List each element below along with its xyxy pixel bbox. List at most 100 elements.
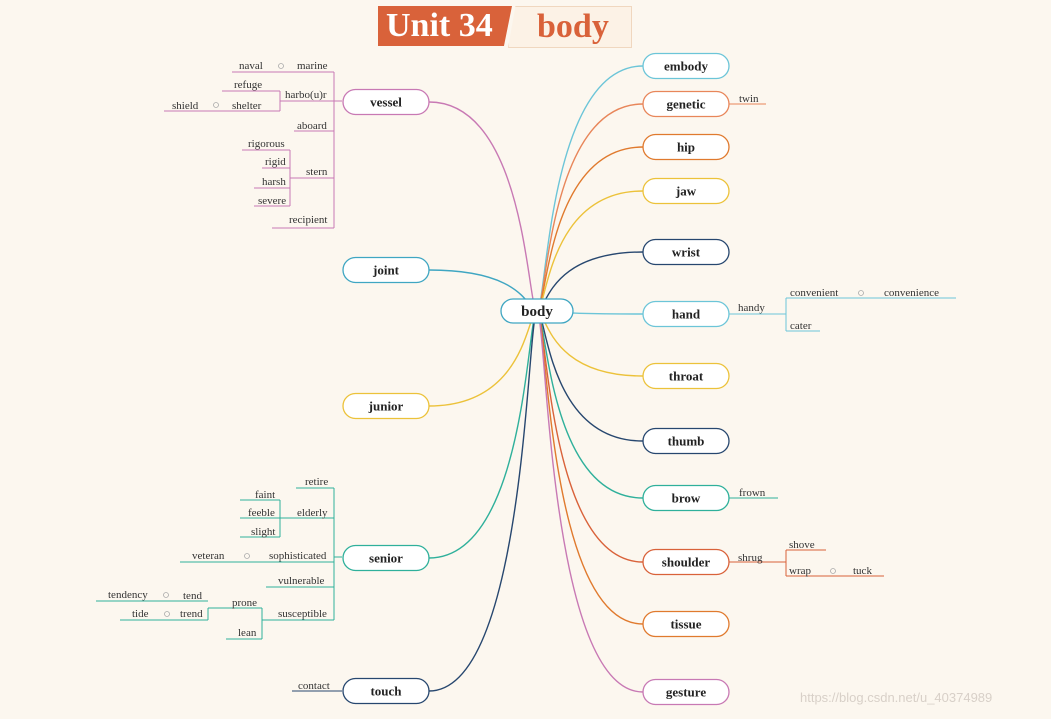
- node-box-hip: [642, 133, 730, 161]
- center-node[interactable]: body: [500, 298, 574, 324]
- branch-junior: [428, 310, 538, 407]
- unit-banner: Unit 34: [378, 6, 512, 46]
- node-label-hip: hip: [677, 140, 695, 155]
- word-marine: marine: [297, 60, 328, 72]
- node-genetic[interactable]: genetic: [642, 90, 730, 118]
- node-label-senior: senior: [369, 551, 403, 566]
- node-box-vessel: [342, 88, 430, 116]
- node-box-brow: [642, 484, 730, 512]
- node-tissue[interactable]: tissue: [642, 610, 730, 638]
- word-aboard: aboard: [297, 120, 327, 132]
- node-gesture[interactable]: gesture: [642, 678, 730, 706]
- connector-dots: [163, 63, 864, 617]
- node-hip[interactable]: hip: [642, 133, 730, 161]
- word-shrug: shrug: [738, 552, 763, 564]
- word-rigorous: rigorous: [248, 138, 285, 150]
- word-refuge: refuge: [234, 79, 262, 91]
- node-jaw[interactable]: jaw: [642, 177, 730, 205]
- word-slight: slight: [251, 526, 275, 538]
- node-vessel[interactable]: vessel: [342, 88, 430, 116]
- node-label-touch: touch: [370, 684, 402, 699]
- word-convenience: convenience: [884, 287, 939, 299]
- unit-label: Unit 34: [386, 7, 493, 44]
- node-box-thumb: [642, 427, 730, 455]
- word-retire: retire: [305, 476, 328, 488]
- word-trend: trend: [180, 608, 203, 620]
- topic-label: body: [537, 8, 609, 45]
- node-label-junior: junior: [368, 399, 404, 414]
- word-contact: contact: [298, 680, 330, 692]
- topic-nodes: vessel joint junior senior touch embody geneti…: [342, 52, 730, 706]
- node-senior[interactable]: senior: [342, 544, 430, 572]
- word-tide: tide: [132, 608, 149, 620]
- node-thumb[interactable]: thumb: [642, 427, 730, 455]
- node-label-wrist: wrist: [672, 245, 701, 260]
- node-box-joint: [342, 256, 430, 284]
- node-label-thumb: thumb: [668, 434, 705, 449]
- node-box-senior: [342, 544, 430, 572]
- node-box-wrist: [642, 238, 730, 266]
- word-twin: twin: [739, 93, 759, 105]
- word-harsh: harsh: [262, 176, 286, 188]
- node-box-jaw: [642, 177, 730, 205]
- leaf-lines: [96, 71, 956, 692]
- word-elderly: elderly: [297, 507, 328, 519]
- word-stern: stern: [306, 166, 328, 178]
- node-label-gesture: gesture: [666, 685, 706, 700]
- node-hand[interactable]: hand: [642, 300, 730, 328]
- word-shove: shove: [789, 539, 815, 551]
- node-label-vessel: vessel: [370, 95, 402, 110]
- node-label-jaw: jaw: [675, 184, 697, 199]
- word-tuck: tuck: [853, 565, 872, 577]
- word-lean: lean: [238, 627, 257, 639]
- node-shoulder[interactable]: shoulder: [642, 548, 730, 576]
- branch-gesture: [536, 310, 644, 693]
- word-harbour: harbo(u)r: [285, 89, 327, 101]
- word-susceptible: susceptible: [278, 608, 327, 620]
- branch-touch: [428, 310, 538, 692]
- node-box-tissue: [642, 610, 730, 638]
- word-cater: cater: [790, 320, 812, 332]
- branch-brow: [536, 310, 644, 499]
- node-label-shoulder: shoulder: [662, 555, 711, 570]
- node-box-junior: [342, 392, 430, 420]
- node-box-shoulder: [642, 548, 730, 576]
- node-throat[interactable]: throat: [642, 362, 730, 390]
- word-faint: faint: [255, 489, 275, 501]
- word-tendency: tendency: [108, 589, 148, 601]
- word-shield: shield: [172, 100, 199, 112]
- branches: [428, 65, 644, 693]
- branch-embody: [536, 65, 644, 312]
- node-label-genetic: genetic: [667, 97, 706, 112]
- word-tend: tend: [183, 590, 202, 602]
- word-shelter: shelter: [232, 100, 262, 112]
- word-wrap: wrap: [789, 565, 811, 577]
- node-label-joint: joint: [372, 263, 400, 278]
- word-prone: prone: [232, 597, 257, 609]
- word-veteran: veteran: [192, 550, 225, 562]
- node-box-touch: [342, 677, 430, 705]
- word-frown: frown: [739, 487, 766, 499]
- node-touch[interactable]: touch: [342, 677, 430, 705]
- word-feeble: feeble: [248, 507, 275, 519]
- word-sophisticated: sophisticated: [269, 550, 327, 562]
- node-box-genetic: [642, 90, 730, 118]
- word-naval: naval: [239, 60, 263, 72]
- node-box-gesture: [642, 678, 730, 706]
- word-convenient: convenient: [790, 287, 838, 299]
- word-recipient: recipient: [289, 214, 327, 226]
- node-label-brow: brow: [672, 491, 701, 506]
- branch-jaw: [536, 190, 644, 312]
- watermark-text: https://blog.csdn.net/u_40374989: [800, 690, 993, 705]
- word-handy: handy: [738, 302, 765, 314]
- node-joint[interactable]: joint: [342, 256, 430, 284]
- word-vulnerable: vulnerable: [278, 575, 325, 587]
- node-label-embody: embody: [664, 59, 709, 74]
- word-severe: severe: [258, 195, 286, 207]
- node-embody[interactable]: embody: [642, 52, 730, 80]
- branch-vessel: [428, 101, 538, 312]
- node-brow[interactable]: brow: [642, 484, 730, 512]
- node-wrist[interactable]: wrist: [642, 238, 730, 266]
- node-label-tissue: tissue: [670, 617, 701, 632]
- node-junior[interactable]: junior: [342, 392, 430, 420]
